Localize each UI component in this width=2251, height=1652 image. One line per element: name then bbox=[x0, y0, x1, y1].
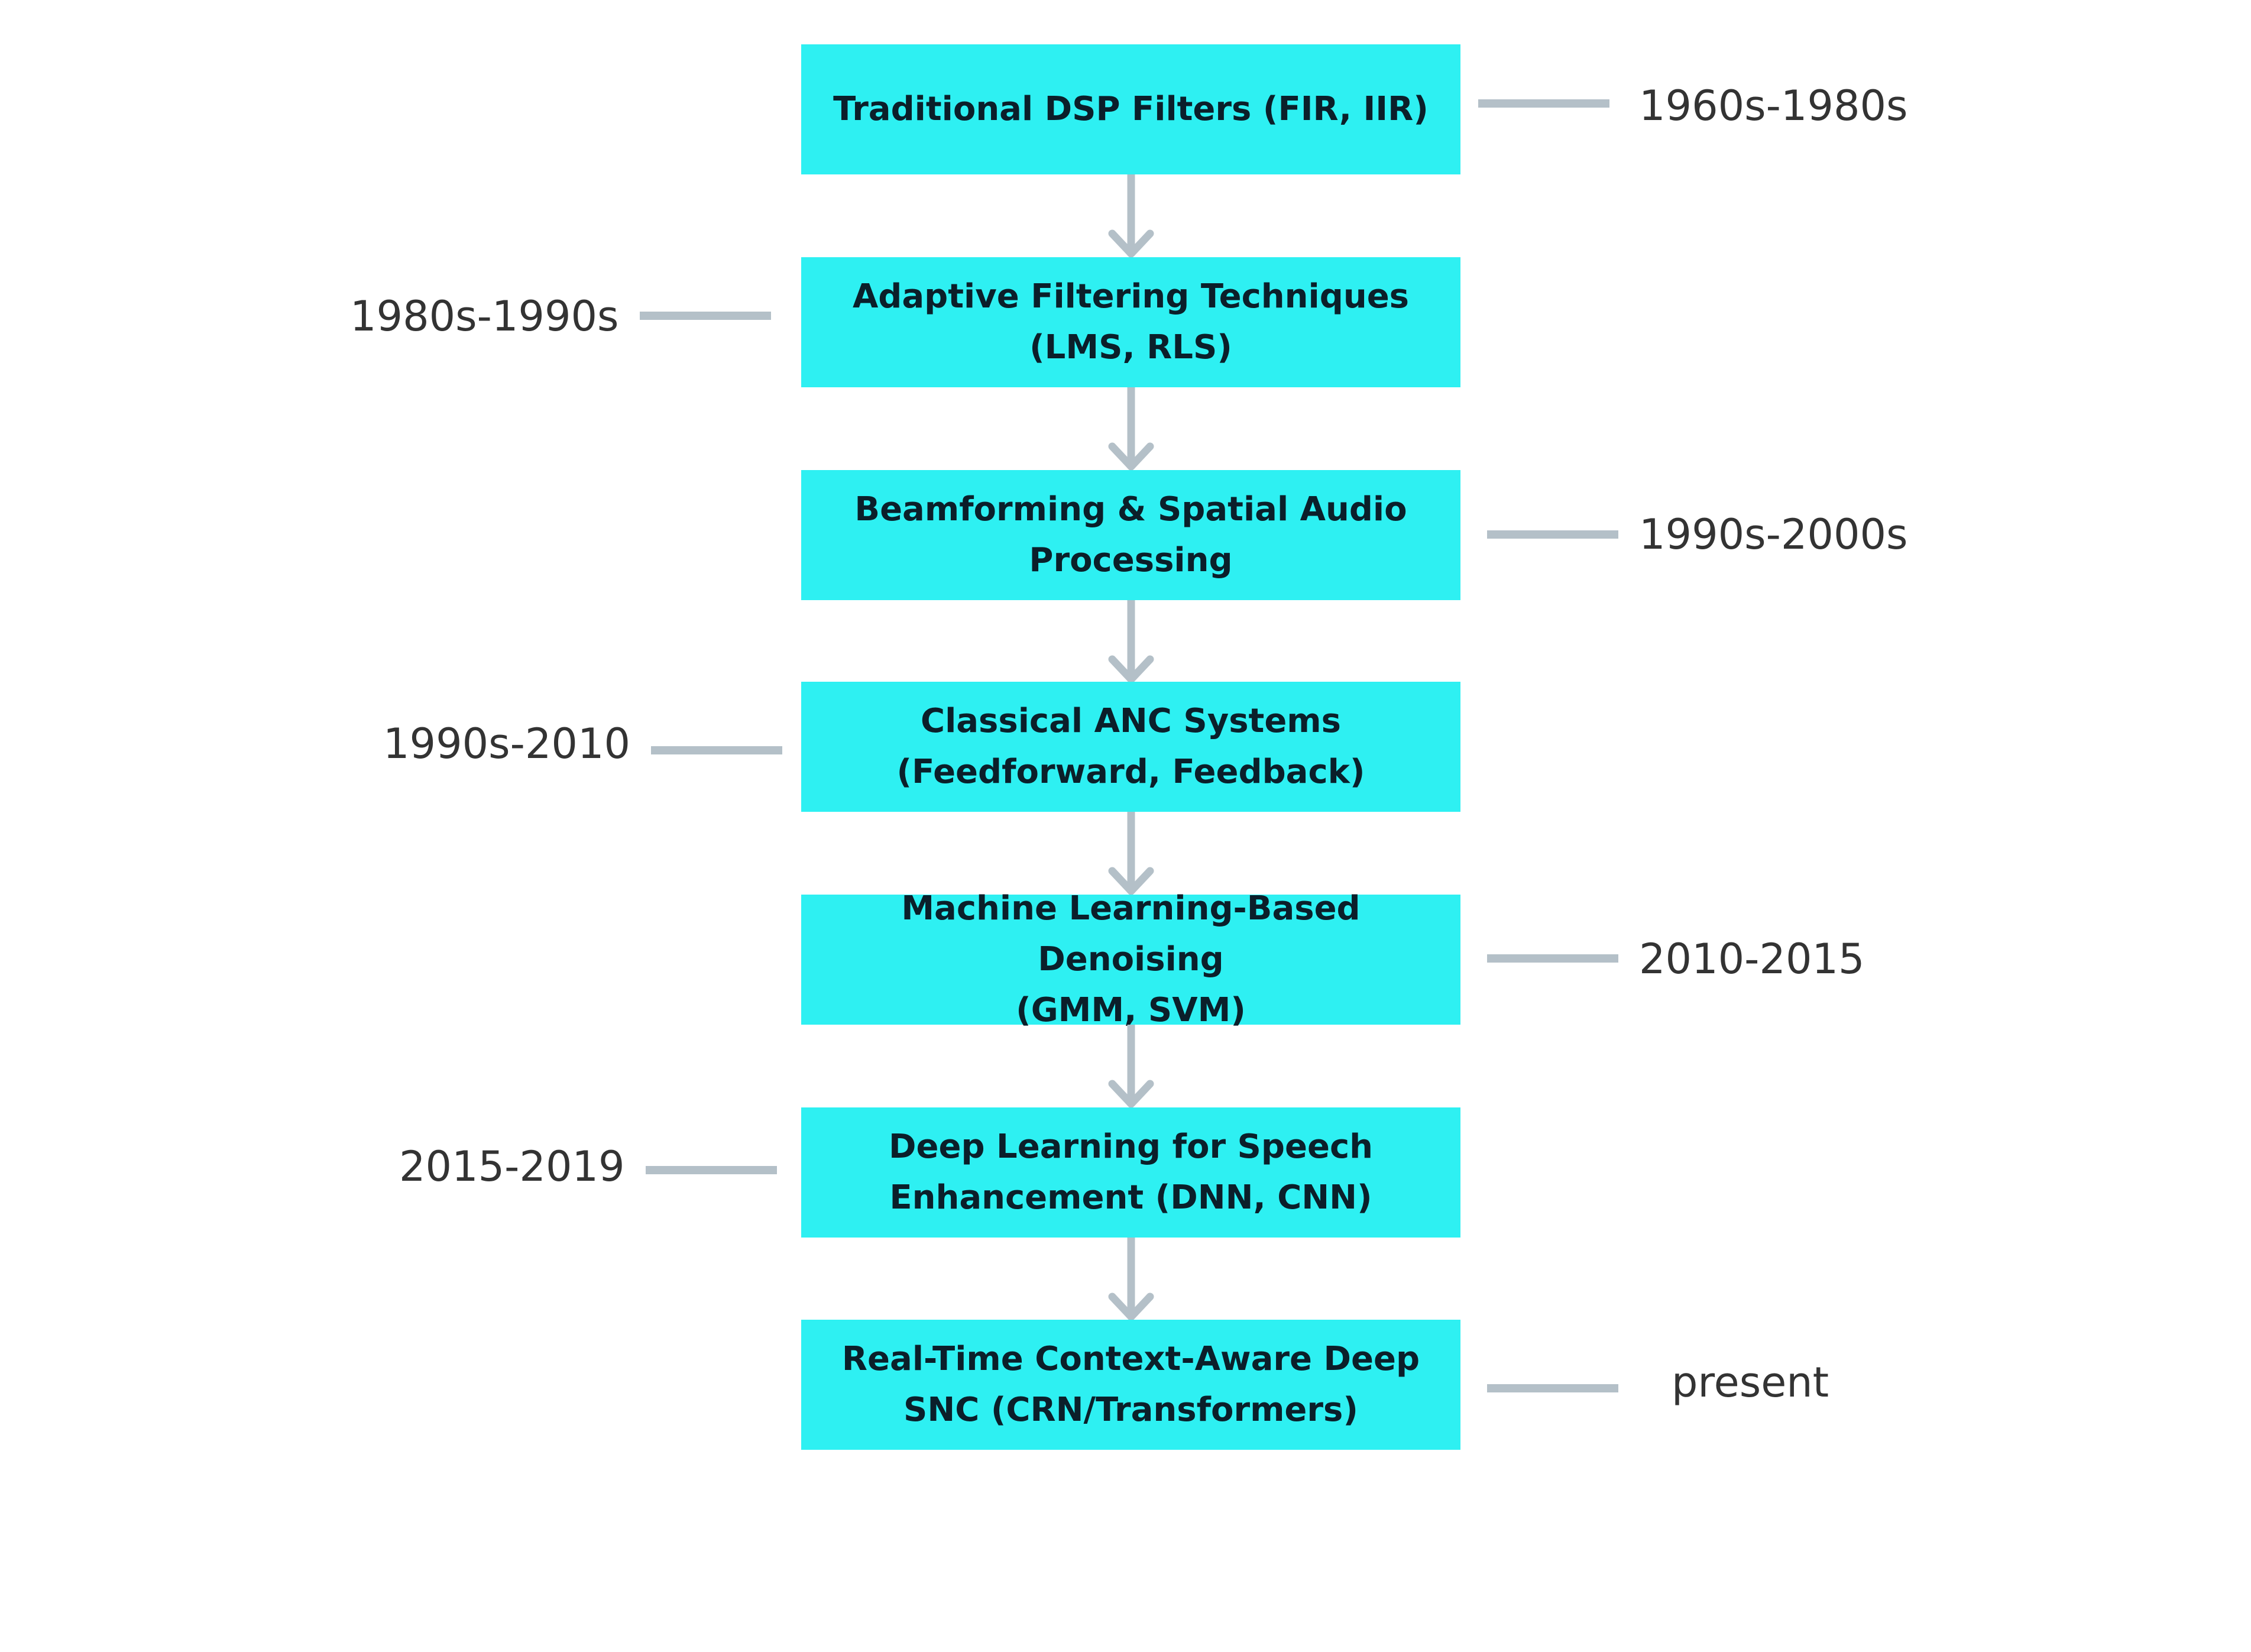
era-label: 1990s-2000s bbox=[1639, 510, 1908, 559]
stage-box-ml-denoising: Machine Learning-Based Denoising (GMM, S… bbox=[801, 889, 1460, 1029]
stage-label: Classical ANC Systems (Feedforward, Feed… bbox=[896, 702, 1365, 791]
down-arrow-icon bbox=[1096, 174, 1167, 258]
era-connector bbox=[1478, 99, 1609, 108]
stage-label: Real-Time Context-Aware Deep SNC (CRN/Tr… bbox=[841, 1340, 1420, 1429]
stage-label: Traditional DSP Filters (FIR, IIR) bbox=[833, 90, 1429, 128]
down-arrow-icon bbox=[1096, 387, 1167, 471]
stage-box-classical-anc: Classical ANC Systems (Feedforward, Feed… bbox=[801, 682, 1460, 812]
era-connector bbox=[1487, 1384, 1618, 1392]
down-arrow-icon bbox=[1096, 1238, 1167, 1321]
stage-box-dsp-filters: Traditional DSP Filters (FIR, IIR) bbox=[801, 44, 1460, 174]
stage-label: Beamforming & Spatial Audio Processing bbox=[854, 490, 1407, 579]
era-connector bbox=[651, 746, 782, 754]
era-connector bbox=[646, 1166, 777, 1174]
stage-box-realtime-snc: Real-Time Context-Aware Deep SNC (CRN/Tr… bbox=[801, 1320, 1460, 1450]
stage-box-deep-learning: Deep Learning for Speech Enhancement (DN… bbox=[801, 1107, 1460, 1238]
era-connector bbox=[1487, 954, 1618, 963]
era-label: 2010-2015 bbox=[1639, 935, 1865, 983]
era-label: 1960s-1980s bbox=[1639, 82, 1908, 130]
stage-label: Machine Learning-Based Denoising (GMM, S… bbox=[901, 889, 1361, 1029]
era-label: present bbox=[1672, 1358, 1829, 1407]
era-connector bbox=[640, 312, 771, 320]
stage-box-adaptive-filtering: Adaptive Filtering Techniques (LMS, RLS) bbox=[801, 257, 1460, 387]
stage-label: Adaptive Filtering Techniques (LMS, RLS) bbox=[852, 277, 1410, 367]
era-label: 1980s-1990s bbox=[350, 292, 619, 341]
stage-box-beamforming: Beamforming & Spatial Audio Processing bbox=[801, 470, 1460, 600]
era-connector bbox=[1487, 530, 1618, 539]
stage-label: Deep Learning for Speech Enhancement (DN… bbox=[889, 1128, 1373, 1217]
era-label: 1990s-2010 bbox=[383, 720, 631, 768]
down-arrow-icon bbox=[1096, 1025, 1167, 1109]
down-arrow-icon bbox=[1096, 600, 1167, 684]
era-label: 2015-2019 bbox=[399, 1142, 625, 1191]
down-arrow-icon bbox=[1096, 812, 1167, 896]
